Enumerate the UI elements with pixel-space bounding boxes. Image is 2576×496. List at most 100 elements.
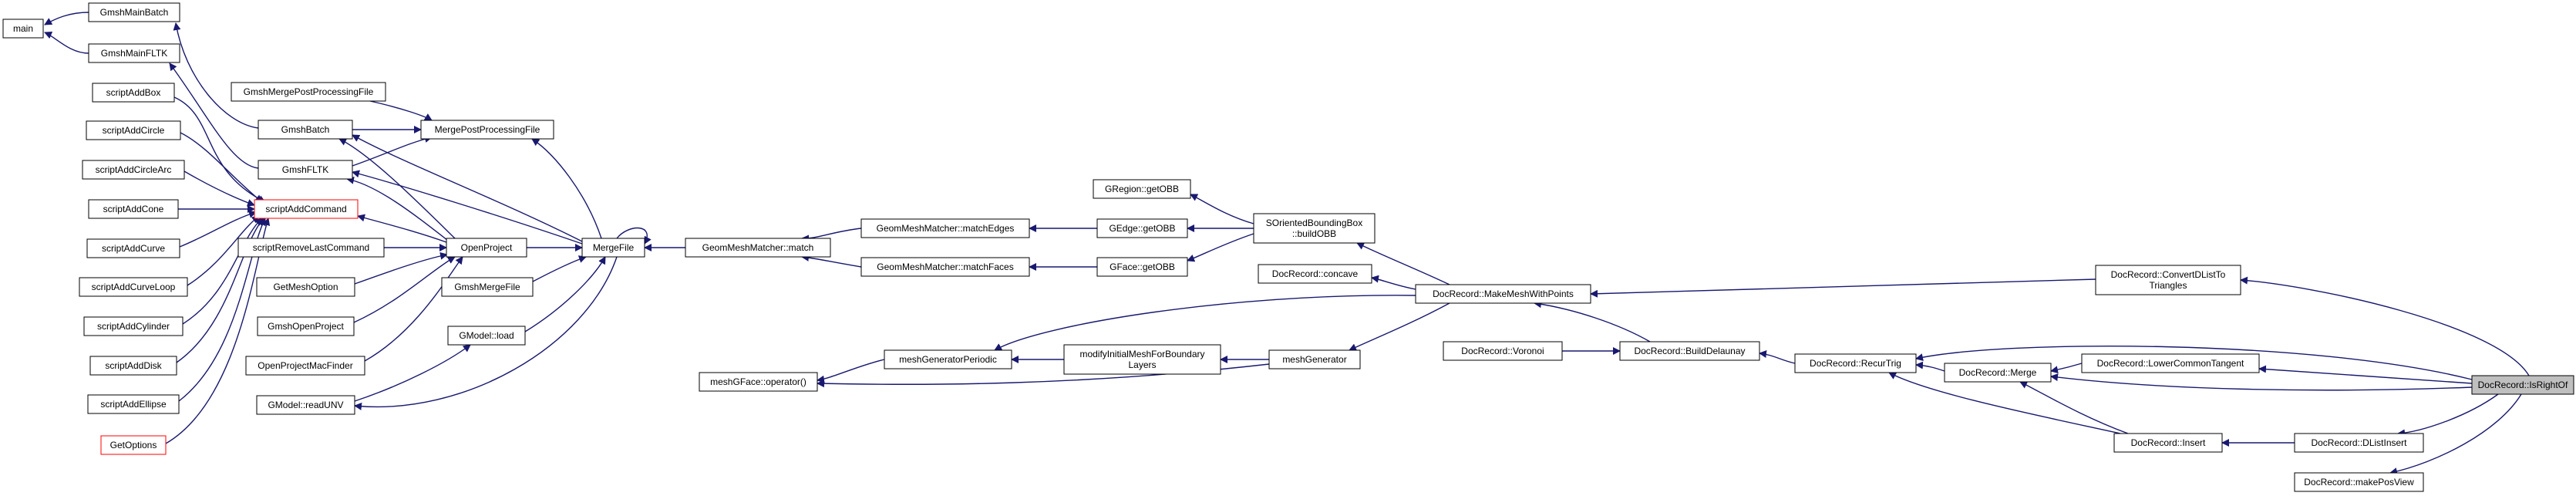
- node-doc-record-make-pos-view[interactable]: DocRecord::makePosView: [2294, 472, 2424, 492]
- node-doc-record-recur-trig[interactable]: DocRecord::RecurTrig: [1794, 353, 1917, 373]
- node-gmsh-main-fltk[interactable]: GmshMainFLTK: [88, 43, 180, 63]
- node-gmsh-fltk[interactable]: GmshFLTK: [258, 160, 353, 180]
- node-script-add-disk[interactable]: scriptAddDisk: [89, 356, 177, 376]
- node-open-project[interactable]: OpenProject: [446, 238, 527, 258]
- node-gedge-get-obb[interactable]: GEdge::getOBB: [1096, 218, 1188, 238]
- node-doc-record-concave[interactable]: DocRecord::concave: [1258, 264, 1372, 284]
- node-box: [88, 2, 180, 22]
- node-doc-record-make-mesh[interactable]: DocRecord::MakeMeshWithPoints: [1415, 284, 1591, 304]
- node-gmsh-merge-file[interactable]: GmshMergeFile: [441, 277, 534, 297]
- node-box: [1093, 179, 1191, 199]
- node-geom-mesh-matcher-match-edges[interactable]: GeomMeshMatcher::matchEdges: [860, 218, 1030, 238]
- node-merge-file[interactable]: MergeFile: [581, 238, 645, 258]
- node-gmodel-load[interactable]: GModel::load: [447, 326, 526, 346]
- node-doc-record-is-right-of[interactable]: DocRecord::IsRightOf: [2471, 375, 2574, 395]
- node-script-add-cone[interactable]: scriptAddCone: [88, 199, 179, 219]
- node-open-project-mac-finder[interactable]: OpenProjectMacFinder: [245, 356, 365, 376]
- node-script-add-curve[interactable]: scriptAddCurve: [86, 238, 180, 258]
- node-doc-record-insert[interactable]: DocRecord::Insert: [2113, 433, 2223, 453]
- node-label: scriptAddBox: [106, 87, 161, 98]
- node-doc-record-voronoi[interactable]: DocRecord::Voronoi: [1443, 341, 1563, 361]
- node-box: [83, 316, 184, 336]
- node-box: [100, 435, 167, 455]
- node-geom-mesh-matcher-match-faces[interactable]: GeomMeshMatcher::matchFaces: [860, 257, 1030, 277]
- node-label: scriptAddCircleArc: [96, 164, 172, 175]
- node-box: [441, 277, 534, 297]
- node-box: [1619, 341, 1760, 361]
- node-label: GeomMeshMatcher::matchEdges: [877, 223, 1015, 234]
- edge-doc-record-make-pos-view-to-doc-record-is-right-of: [2389, 393, 2522, 475]
- node-mesh-gface-operator[interactable]: meshGFace::operator(): [699, 372, 818, 392]
- node-label: GetOptions: [110, 440, 157, 450]
- edge-script-add-command-to-script-add-curve: [179, 210, 257, 248]
- node-box: [2081, 353, 2260, 373]
- node-label: scriptAddDisk: [105, 360, 162, 371]
- node-get-mesh-option[interactable]: GetMeshOption: [256, 277, 355, 297]
- node-gmsh-open-project[interactable]: GmshOpenProject: [257, 316, 355, 336]
- node-mesh-generator-periodic[interactable]: meshGeneratorPeriodic: [884, 349, 1012, 369]
- edge-script-add-command-to-script-add-ellipse: [178, 218, 266, 402]
- edge-mesh-generator-periodic-to-doc-record-make-mesh: [994, 295, 1416, 351]
- node-box: [256, 277, 355, 297]
- node-doc-record-dlist-insert[interactable]: DocRecord::DListInsert: [2294, 433, 2424, 453]
- node-label: DocRecord::ConvertDListTo: [2111, 269, 2226, 280]
- node-label: meshGFace::operator(): [710, 376, 806, 387]
- node-doc-record-lower-common-tangent[interactable]: DocRecord::LowerCommonTangent: [2081, 353, 2260, 373]
- node-merge-post-processing-file[interactable]: MergePostProcessingFile: [420, 120, 554, 140]
- edge-gmsh-main-batch-to-gmsh-batch: [173, 22, 259, 129]
- node-label: GRegion::getOBB: [1105, 184, 1179, 194]
- node-soriented-bounding-box[interactable]: SOrientedBoundingBox::buildOBB: [1253, 213, 1376, 244]
- node-geom-mesh-matcher-match[interactable]: GeomMeshMatcher::match: [685, 238, 831, 258]
- edge-mesh-gface-operator-to-mesh-generator-periodic: [817, 359, 885, 383]
- edge-gmsh-fltk-to-open-project: [346, 176, 452, 244]
- node-doc-record-merge[interactable]: DocRecord::Merge: [1944, 363, 2052, 383]
- edge-doc-record-lower-common-tangent-to-doc-record-is-right-of: [2258, 365, 2473, 384]
- edge-doc-record-dlist-insert-to-doc-record-is-right-of: [2397, 393, 2499, 437]
- node-script-add-circle-arc[interactable]: scriptAddCircleArc: [82, 160, 185, 180]
- node-main[interactable]: main: [2, 19, 44, 39]
- node-mesh-generator[interactable]: meshGenerator: [1268, 349, 1361, 369]
- node-box: [87, 394, 180, 414]
- node-script-add-circle[interactable]: scriptAddCircle: [86, 120, 181, 140]
- node-box: [1253, 213, 1376, 244]
- node-gmsh-main-batch[interactable]: GmshMainBatch: [88, 2, 180, 22]
- node-label: GmshBatch: [281, 124, 330, 135]
- node-label: OpenProjectMacFinder: [258, 360, 352, 371]
- node-label: GmshMergeFile: [454, 282, 520, 292]
- node-script-remove-last-command[interactable]: scriptRemoveLastCommand: [237, 238, 385, 258]
- edge-open-project-to-gmsh-open-project: [353, 256, 456, 323]
- node-script-add-cylinder[interactable]: scriptAddCylinder: [83, 316, 184, 336]
- edge-script-add-command-to-script-add-circle-arc: [184, 170, 255, 207]
- node-gregion-get-obb[interactable]: GRegion::getOBB: [1093, 179, 1191, 199]
- node-label: Layers: [1128, 359, 1156, 370]
- node-gmsh-merge-post-processing-file[interactable]: GmshMergePostProcessingFile: [231, 82, 386, 102]
- node-get-options[interactable]: GetOptions: [100, 435, 167, 455]
- node-gmodel-read-unv[interactable]: GModel::readUNV: [256, 395, 355, 415]
- node-label: GetMeshOption: [273, 282, 338, 292]
- edge-main-to-gmsh-main-fltk: [44, 31, 89, 54]
- node-label: GModel::readUNV: [268, 400, 343, 410]
- node-label: scriptAddCylinder: [97, 321, 170, 332]
- node-label: DocRecord::makePosView: [2304, 477, 2414, 488]
- edge-gregion-get-obb-to-soriented-bounding-box: [1190, 194, 1254, 224]
- node-script-add-box[interactable]: scriptAddBox: [92, 83, 175, 103]
- node-label: DocRecord::IsRightOf: [2478, 380, 2568, 390]
- node-label: DocRecord::RecurTrig: [1810, 358, 1901, 369]
- node-doc-record-build-delaunay[interactable]: DocRecord::BuildDelaunay: [1619, 341, 1760, 361]
- node-script-add-curve-loop[interactable]: scriptAddCurveLoop: [79, 277, 188, 297]
- node-label: scriptAddCurve: [102, 243, 165, 254]
- node-label: GModel::load: [459, 330, 514, 341]
- node-box: [1268, 349, 1361, 369]
- node-label: DocRecord::DListInsert: [2311, 437, 2407, 448]
- node-script-add-ellipse[interactable]: scriptAddEllipse: [87, 394, 180, 414]
- node-box: [1096, 218, 1188, 238]
- edge-doc-record-concave-to-doc-record-make-mesh: [1371, 275, 1416, 290]
- node-label: main: [13, 23, 33, 34]
- node-gface-get-obb[interactable]: GFace::getOBB: [1096, 257, 1188, 277]
- node-script-add-command[interactable]: scriptAddCommand: [254, 199, 359, 219]
- edge-doc-record-merge-to-doc-record-insert: [2019, 381, 2129, 434]
- node-gmsh-batch[interactable]: GmshBatch: [258, 120, 353, 140]
- edge-merge-file-to-gmodel-load: [524, 256, 606, 332]
